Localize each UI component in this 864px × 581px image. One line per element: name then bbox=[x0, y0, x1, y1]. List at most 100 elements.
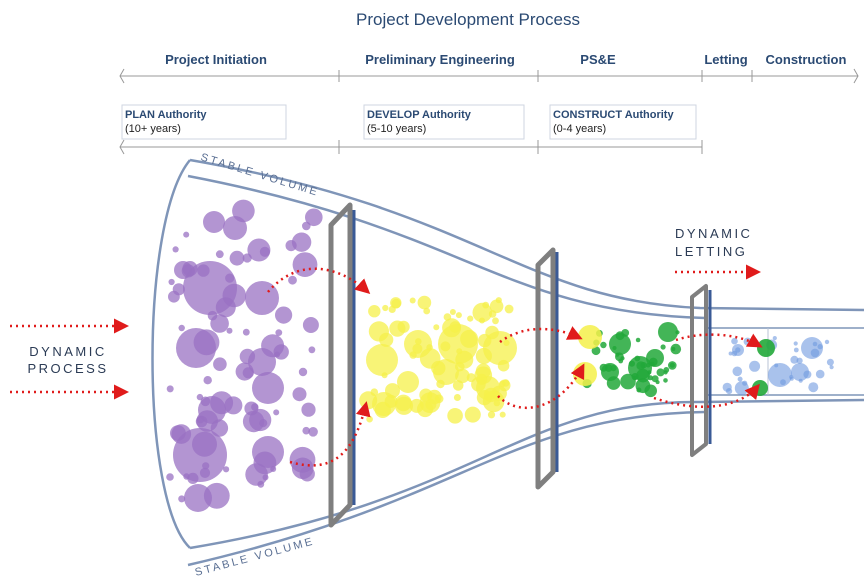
project-bubble bbox=[635, 378, 651, 394]
flow-arrow-pse-to-construction-bottom bbox=[653, 383, 760, 408]
develop-authority-label: DEVELOP Authority bbox=[367, 109, 472, 121]
project-bubble bbox=[252, 372, 284, 404]
project-bubble bbox=[573, 362, 597, 386]
plan-authority-box bbox=[121, 104, 287, 140]
project-bubble bbox=[455, 350, 474, 369]
develop-authority-box bbox=[363, 104, 525, 140]
project-bubble bbox=[232, 199, 255, 223]
project-bubble bbox=[183, 231, 190, 238]
project-bubble bbox=[735, 347, 741, 353]
project-bubble bbox=[229, 250, 245, 266]
project-bubble bbox=[467, 315, 474, 322]
project-bubble bbox=[262, 474, 269, 481]
flow-arrow-pse-to-construction-top bbox=[675, 333, 763, 348]
project-bubble bbox=[412, 343, 423, 354]
project-bubble bbox=[275, 306, 293, 324]
project-bubble bbox=[829, 365, 834, 370]
dynamic-process-label-line2: PROCESS bbox=[27, 361, 108, 376]
project-bubble bbox=[417, 400, 434, 418]
project-bubble bbox=[171, 424, 192, 444]
project-bubble bbox=[479, 317, 485, 324]
project-bubble bbox=[192, 431, 217, 457]
project-bubble bbox=[292, 252, 318, 277]
gate-develop bbox=[328, 202, 353, 528]
project-bubble bbox=[578, 325, 602, 349]
project-bubble bbox=[460, 329, 479, 348]
project-bubble bbox=[225, 273, 235, 283]
project-bubble bbox=[433, 324, 440, 331]
project-bubble bbox=[384, 394, 398, 408]
project-bubble bbox=[197, 264, 210, 277]
project-bubble bbox=[731, 350, 738, 357]
flow-arrow-initiation-to-preliminary-bottom bbox=[289, 401, 371, 467]
project-bubble bbox=[247, 238, 271, 262]
project-bubble bbox=[742, 380, 748, 386]
pse-project-cluster bbox=[573, 322, 682, 398]
project-bubble bbox=[482, 301, 490, 309]
project-bubble bbox=[815, 369, 825, 379]
project-bubble bbox=[789, 374, 794, 380]
project-bubble bbox=[731, 337, 738, 345]
dynamic-letting-label-line1: DYNAMIC bbox=[675, 226, 752, 241]
project-bubble bbox=[166, 473, 174, 481]
project-bubble bbox=[368, 321, 389, 342]
project-bubble bbox=[817, 344, 823, 350]
project-bubble bbox=[722, 382, 732, 392]
project-bubble bbox=[492, 317, 499, 325]
project-bubble bbox=[257, 480, 265, 488]
project-bubble bbox=[178, 495, 186, 503]
phase-project-initiation: Project Initiation bbox=[165, 52, 267, 67]
project-bubble bbox=[203, 211, 225, 233]
construct-authority-label: CONSTRUCT Authority bbox=[553, 109, 674, 121]
diagram-title: Project Development Process bbox=[356, 10, 580, 29]
project-bubble bbox=[291, 232, 312, 252]
project-bubble bbox=[366, 415, 373, 423]
project-bubble bbox=[200, 396, 211, 407]
project-bubble bbox=[415, 338, 422, 345]
project-bubble bbox=[242, 328, 250, 336]
stable-volume-label-bottom: STABLE VOLUME bbox=[194, 535, 316, 579]
project-bubble bbox=[808, 382, 819, 393]
project-bubble bbox=[621, 329, 630, 337]
project-bubble bbox=[628, 360, 636, 367]
project-bubble bbox=[768, 363, 792, 387]
project-bubble bbox=[274, 351, 281, 358]
project-bubble bbox=[215, 250, 224, 259]
gates bbox=[328, 202, 712, 528]
project-bubble bbox=[308, 427, 318, 437]
project-bubble bbox=[668, 361, 677, 370]
project-bubble bbox=[599, 363, 608, 372]
project-bubble bbox=[275, 329, 283, 336]
project-bubble bbox=[368, 305, 381, 318]
project-bubble bbox=[242, 367, 254, 379]
project-bubble bbox=[757, 339, 775, 357]
project-bubble bbox=[640, 362, 647, 369]
phase-pse: PS&E bbox=[580, 52, 616, 67]
project-bubble bbox=[251, 403, 259, 411]
gate-construct bbox=[535, 247, 556, 490]
project-bubble bbox=[426, 344, 433, 351]
project-bubble bbox=[474, 366, 493, 385]
project-bubble bbox=[199, 467, 211, 478]
project-bubble bbox=[226, 327, 233, 334]
project-bubble bbox=[166, 385, 174, 393]
project-bubble bbox=[663, 378, 668, 383]
project-bubble bbox=[497, 359, 510, 372]
project-bubble bbox=[489, 299, 504, 314]
project-bubble bbox=[810, 348, 820, 358]
phase-timeline: Project Initiation Preliminary Engineeri… bbox=[119, 52, 859, 84]
flow-arrow-preliminary-to-pse-top bbox=[499, 326, 583, 344]
project-bubble bbox=[612, 346, 617, 350]
project-bubble bbox=[737, 376, 743, 382]
project-bubble bbox=[239, 348, 256, 365]
flow-arrow-initiation-to-preliminary-top bbox=[267, 267, 371, 295]
project-bubble bbox=[504, 304, 514, 314]
project-flow-arrows bbox=[10, 264, 763, 467]
project-bubble bbox=[210, 314, 229, 333]
project-bubble bbox=[253, 451, 277, 475]
funnel-outer-top bbox=[189, 158, 864, 312]
project-bubble bbox=[475, 347, 492, 365]
dynamic-process-label-line1: DYNAMIC bbox=[29, 344, 106, 359]
project-bubble bbox=[203, 482, 230, 509]
